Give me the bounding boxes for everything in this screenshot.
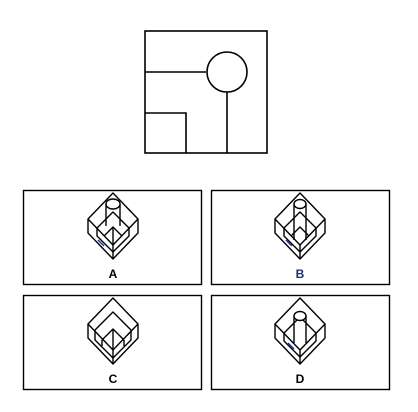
option-b[interactable]: B: [210, 189, 391, 286]
options-grid: A B: [22, 189, 391, 391]
option-b-solid: [274, 192, 326, 260]
option-c-label: C: [109, 372, 118, 386]
option-c[interactable]: C: [22, 294, 203, 391]
top-view-small-square: [145, 112, 187, 153]
top-view-outline: [144, 30, 268, 154]
top-view-figure: [144, 30, 268, 154]
option-a-solid: [87, 192, 139, 260]
option-d[interactable]: D: [210, 294, 391, 391]
option-a[interactable]: A: [22, 189, 203, 286]
option-c-solid: [87, 297, 139, 365]
option-b-label: B: [296, 267, 305, 281]
option-d-solid: [274, 297, 326, 365]
top-view-circle: [206, 51, 248, 93]
option-a-label: A: [109, 267, 118, 281]
option-d-label: D: [296, 372, 305, 386]
